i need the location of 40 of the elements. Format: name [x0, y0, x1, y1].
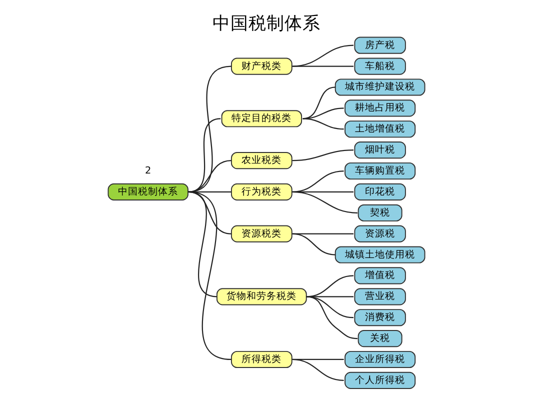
connector: [292, 150, 354, 162]
node-box: 资源税类: [230, 225, 292, 242]
node-box: 中国税制体系: [108, 183, 188, 200]
connector: [292, 66, 354, 67]
connector: [188, 160, 232, 192]
node-box: 消费税: [354, 309, 406, 326]
connector: [302, 118, 344, 130]
node-box: 个人所得税: [344, 372, 416, 389]
node-box: 特定目的税类: [221, 110, 302, 128]
node-box: 城市维护建设税: [334, 78, 426, 96]
label: 2: [145, 166, 152, 176]
node-box: 财产税类: [230, 58, 292, 75]
node-box: 土地增值税: [344, 120, 416, 138]
node-box: 货物和劳务税类: [216, 288, 307, 306]
node-box: 企业所得税: [344, 350, 416, 368]
connector: [188, 191, 232, 360]
node-box: 烟叶税: [354, 142, 406, 159]
diagram-title: 中国税制体系: [212, 14, 320, 34]
node-box: 房产税: [354, 36, 406, 54]
node-box: 车辆购置税: [344, 162, 416, 180]
node-box: 契税: [358, 204, 402, 222]
node-box: 车船税: [354, 58, 406, 75]
connector: [306, 296, 354, 318]
connector: [292, 170, 344, 192]
node-box: 关税: [358, 330, 402, 348]
connector: [292, 191, 358, 214]
connector: [188, 66, 232, 192]
node-box: 资源税: [354, 225, 406, 242]
node-box: 营业税: [354, 288, 406, 306]
node-box: 所得税类: [230, 350, 292, 368]
node-box: 增值税: [354, 267, 406, 284]
node-box: 城镇土地使用税: [334, 246, 426, 264]
connector: [292, 233, 336, 256]
node-box: 耕地占用税: [344, 100, 416, 117]
node-box: 农业税类: [230, 152, 292, 170]
node-box: 印花税: [354, 183, 406, 200]
connector: [306, 296, 358, 340]
connector: [292, 44, 354, 67]
node-box: 行为税类: [230, 183, 292, 200]
connector: [292, 358, 344, 381]
